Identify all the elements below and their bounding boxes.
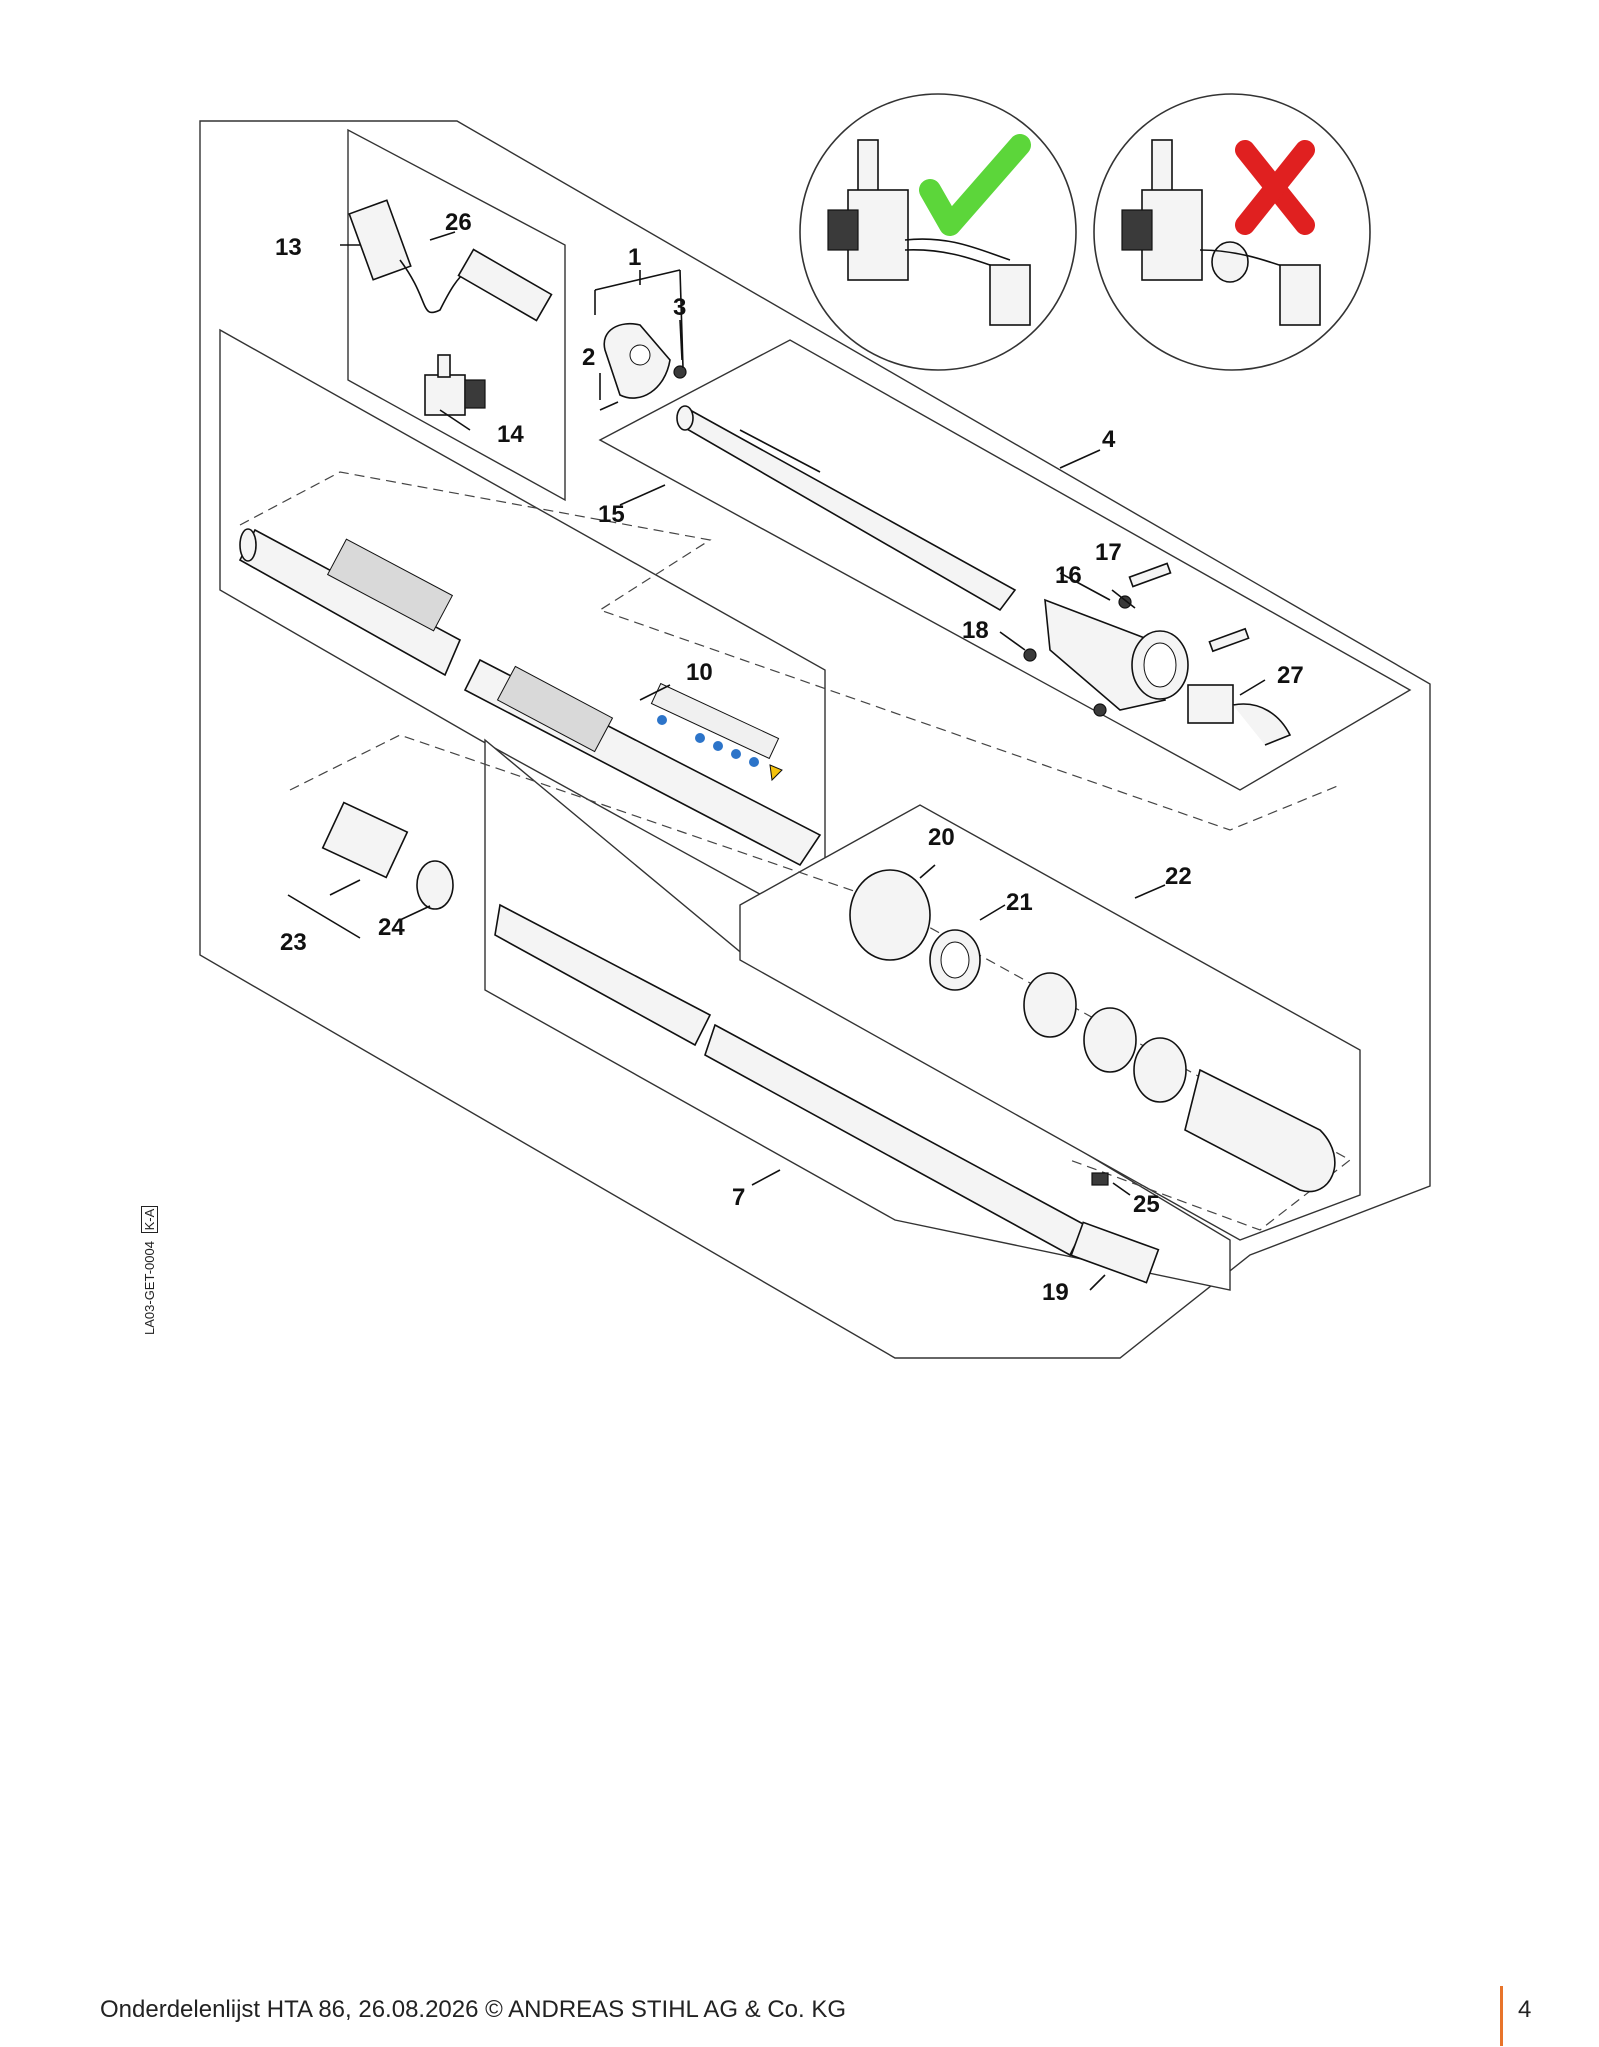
inset-wrong xyxy=(1093,93,1371,371)
callout-24: 24 xyxy=(378,914,405,941)
connector-part xyxy=(1187,684,1292,746)
callout-15: 15 xyxy=(598,501,625,528)
callout-19: 19 xyxy=(1042,1279,1069,1306)
check-mark-icon xyxy=(919,134,1031,236)
sleeve-part xyxy=(321,801,454,910)
page-number: 4 xyxy=(1518,1996,1532,2023)
drawing-code-text: LA03-GET-0004 xyxy=(142,1241,157,1335)
panel-switch-inset xyxy=(347,128,566,502)
callout-22: 22 xyxy=(1165,863,1192,890)
microswitch-part xyxy=(424,354,486,416)
callout-1: 1 xyxy=(628,244,641,271)
switch-harness-part xyxy=(348,199,553,322)
control-handle-part xyxy=(238,528,822,867)
drawing-code: LA03-GET-0004 K-A xyxy=(141,1205,158,1335)
footer-text: Onderdelenlijst HTA 86, 26.08.2026 © AND… xyxy=(100,1996,847,2023)
callout-23: 23 xyxy=(280,929,307,956)
callout-16: 16 xyxy=(1055,562,1082,589)
clamp-part xyxy=(599,323,687,411)
exploded-parts-diagram: 1 2 3 4 7 10 13 14 15 16 17 18 19 20 21 … xyxy=(199,93,1431,1359)
callout-21: 21 xyxy=(1006,889,1033,916)
shaft-part xyxy=(494,903,1087,1257)
callout-17: 17 xyxy=(1095,539,1122,566)
callout-27: 27 xyxy=(1277,662,1304,689)
callout-10: 10 xyxy=(686,659,713,686)
clamp-housing-part xyxy=(1023,562,1250,717)
inset-correct xyxy=(799,93,1077,371)
callout-3: 3 xyxy=(673,294,686,321)
callout-14: 14 xyxy=(497,421,524,448)
callout-13: 13 xyxy=(275,234,302,261)
callout-7: 7 xyxy=(732,1184,745,1211)
callout-2: 2 xyxy=(582,344,595,371)
leader-lines xyxy=(287,231,1266,1291)
page-rule xyxy=(1500,1986,1503,2046)
drawing-code-suffix: K-A xyxy=(141,1205,158,1234)
callout-18: 18 xyxy=(962,617,989,644)
callout-26: 26 xyxy=(445,209,472,236)
drive-tube-part xyxy=(676,405,1017,612)
callout-25: 25 xyxy=(1133,1191,1160,1218)
cross-mark-icon xyxy=(1235,140,1315,235)
callout-4: 4 xyxy=(1102,426,1116,453)
gear-parts xyxy=(849,869,1336,1284)
callout-20: 20 xyxy=(928,824,955,851)
panel-tube xyxy=(598,339,1412,791)
